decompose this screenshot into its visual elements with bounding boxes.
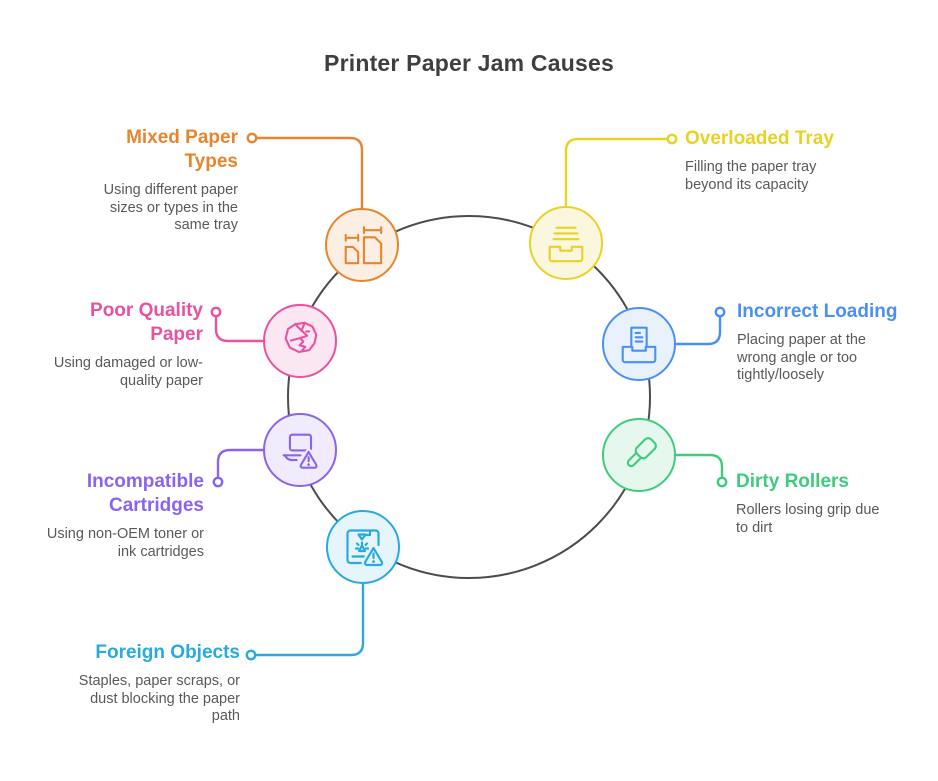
connector-overloaded-tray [564, 133, 678, 212]
incorrect-loading-icon [621, 326, 657, 364]
node-title: Dirty Rollers [736, 471, 849, 492]
node-description: Using damaged or low- quality paper [53, 355, 203, 389]
label-dirty-rollers: Dirty Rollers Rollers losing grip due to… [736, 470, 879, 537]
node-foreign-objects [326, 510, 400, 584]
node-poor-quality-paper [263, 304, 337, 378]
node-title: Mixed Paper Types [126, 127, 238, 172]
connector-incorrect-loading [672, 306, 726, 346]
node-title: Poor Quality Paper [90, 300, 203, 345]
label-poor-quality-paper: Poor Quality Paper Using damaged or low-… [54, 299, 203, 390]
node-title: Incorrect Loading [737, 301, 898, 322]
connector-mixed-paper-types [246, 132, 364, 212]
label-foreign-objects: Foreign Objects Staples, paper scraps, o… [79, 641, 240, 726]
node-description: Placing paper at the wrong angle or too … [737, 332, 866, 384]
node-mixed-paper-types [325, 208, 399, 282]
node-incorrect-loading [602, 307, 676, 381]
node-title: Overloaded Tray [685, 128, 834, 149]
node-description: Rollers losing grip due to dirt [736, 502, 880, 536]
incompatible-cartridges-icon [282, 433, 320, 471]
connector-dirty-rollers [672, 453, 728, 488]
label-incorrect-loading: Incorrect Loading Placing paper at the w… [737, 300, 897, 385]
node-overloaded-tray [529, 206, 603, 280]
node-description: Filling the paper tray beyond its capaci… [685, 159, 817, 193]
foreign-objects-icon [346, 529, 386, 569]
node-title: Incompatible Cartridges [86, 471, 204, 516]
dirty-rollers-icon [626, 437, 657, 468]
connector-foreign-objects [245, 578, 365, 661]
label-incompatible-cartridges: Incompatible Cartridges Using non-OEM to… [47, 470, 204, 561]
cycle-ring [287, 215, 651, 579]
connector-poor-quality-paper [210, 306, 267, 343]
node-description: Using non-OEM toner or ink cartridges [46, 526, 204, 560]
node-dirty-rollers [602, 418, 676, 492]
node-title: Foreign Objects [95, 642, 240, 663]
mixed-paper-types-icon [344, 226, 383, 265]
overloaded-tray-icon [548, 226, 584, 263]
label-overloaded-tray: Overloaded Tray Filling the paper tray b… [685, 127, 834, 194]
node-description: Staples, paper scraps, or dust blocking … [78, 673, 240, 725]
poor-quality-paper-icon [284, 321, 318, 354]
page-title: Printer Paper Jam Causes [324, 50, 614, 76]
connector-incompatible-cartridges [212, 448, 267, 488]
label-mixed-paper-types: Mixed Paper Types Using different paper … [104, 126, 238, 235]
node-incompatible-cartridges [263, 413, 337, 487]
node-description: Using different paper sizes or types in … [103, 182, 238, 234]
